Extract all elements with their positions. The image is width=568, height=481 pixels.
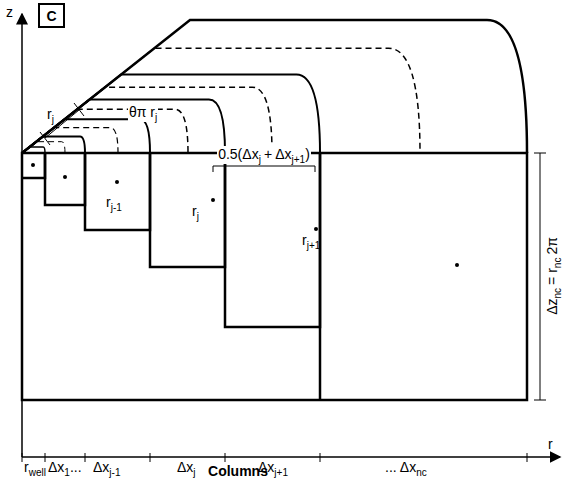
column-width-label-text: ... Δx [385, 459, 416, 475]
column-width-label-text: Δx [177, 459, 193, 475]
column-width-label-text: Δx [93, 459, 109, 475]
cell-center-label-text: r [192, 203, 197, 219]
cell-center-label-text: r [106, 194, 111, 210]
axis-title: Columns [208, 463, 268, 479]
axis-label: z [6, 4, 13, 20]
arc-length-label-text: θπ r [129, 104, 155, 120]
cell-center-label-text: j [197, 209, 199, 225]
column-width-label: Δx1... [48, 459, 82, 477]
column-width-label: rwell [24, 459, 46, 477]
axis-tick [85, 453, 86, 462]
cell-center-label: rj-1 [106, 194, 122, 212]
height-dimension-text: Δz [544, 298, 560, 314]
distance-label-text: + Δx [264, 146, 292, 162]
radius-label-text: j [52, 112, 54, 128]
distance-label: 0.5(Δxj+ Δxj+1) [217, 146, 311, 164]
arc-length-label: θπ rj [128, 104, 158, 122]
column-width-label-text: j+1 [274, 465, 288, 481]
layer-curve [22, 75, 320, 153]
column-width-label-text: nc [416, 465, 427, 481]
layer-curve [22, 119, 150, 153]
cell-center-label-text: r [302, 232, 307, 248]
column-width-label-text: well [29, 465, 46, 481]
column-width-label-text: ... [70, 459, 82, 475]
distance-label-text: 0.5(Δx [218, 146, 258, 162]
distance-label-text: j+1 [292, 152, 306, 168]
distance-label-text: j [259, 152, 261, 168]
cell-center-label: rj [192, 203, 199, 221]
axis-tick [22, 453, 23, 462]
layer-curve [22, 20, 527, 153]
height-dimension-text: nc [550, 288, 566, 299]
radius-label-text: r [47, 106, 52, 122]
axis-tick [45, 453, 46, 462]
column-width-label-text: j [193, 465, 195, 481]
column-width-label-text: j-1 [109, 465, 120, 481]
cell-center-label: rj+1 [302, 232, 320, 250]
axis-label-text: z [6, 4, 13, 20]
height-dimension: Δznc= rnc2π [544, 236, 562, 316]
layer-curve [22, 87, 272, 153]
column-width-label: ... Δxnc [385, 459, 427, 477]
column-width-label-text: 1 [64, 465, 70, 481]
column-width-label-text: Δx [48, 459, 64, 475]
column-width-label-text: r [24, 459, 29, 475]
height-dimension-text: nc [550, 258, 566, 269]
axis-label: r [548, 436, 553, 452]
column-width-label: Δxj [177, 459, 196, 477]
cell-center-label-text: j-1 [111, 200, 122, 216]
layer-curve [22, 48, 420, 153]
arc-length-label-text: j [155, 110, 157, 126]
panel-letter-box: C [38, 3, 65, 28]
height-dimension-text: = r [544, 268, 560, 285]
cell-center-label-text: j+1 [307, 238, 321, 254]
column-width-label: Δxj-1 [93, 459, 120, 477]
axis-label-text: r [548, 436, 553, 452]
panel-letter: C [41, 6, 61, 26]
height-dimension-text: 2π [544, 237, 560, 254]
axis-tick [225, 453, 226, 462]
distance-label-text: ) [305, 146, 310, 162]
radius-label: rj [46, 106, 55, 124]
axis-tick [527, 453, 528, 462]
axis-tick [320, 453, 321, 462]
axis-title-text: Columns [208, 463, 268, 479]
axis-tick [150, 453, 151, 462]
layer-curve [22, 100, 225, 153]
